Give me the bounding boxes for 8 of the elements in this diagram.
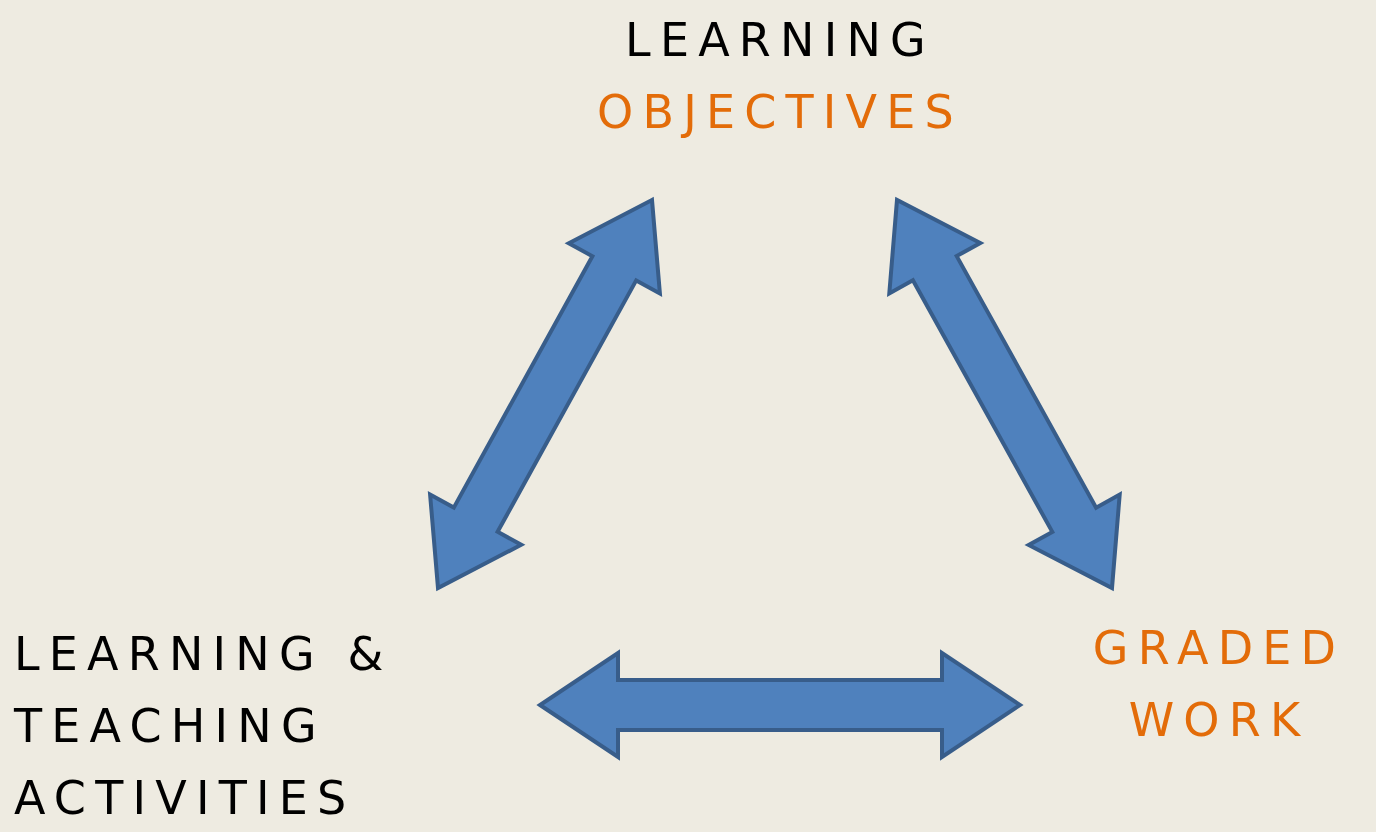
double-arrow <box>427 196 663 592</box>
node-label: LEARNING & TEACHING ACTIVITIES <box>14 626 394 827</box>
node-label: LEARNING <box>624 12 936 69</box>
double-arrow <box>887 196 1122 592</box>
node-label: WORK <box>1127 692 1311 749</box>
double-arrow <box>536 649 1024 761</box>
node-label: OBJECTIVES <box>596 84 964 141</box>
node-label: GRADED <box>1091 620 1347 677</box>
